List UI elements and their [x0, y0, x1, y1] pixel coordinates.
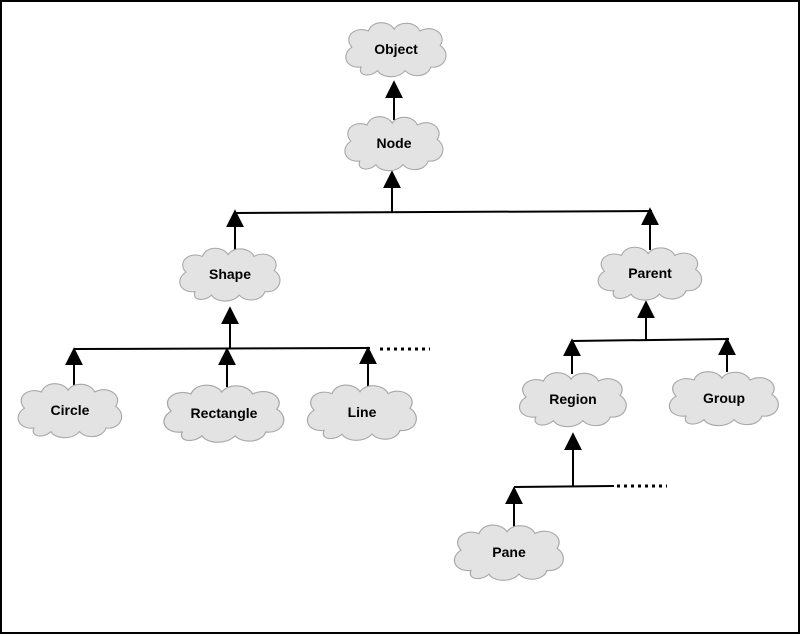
bar-node-children [234, 210, 653, 214]
node-label-group: Group [703, 390, 745, 406]
node-region: Region [518, 372, 627, 428]
node-group: Group [668, 371, 779, 427]
node-pane: Pane [453, 524, 564, 581]
bar-region-children [513, 485, 615, 488]
node-label-pane: Pane [492, 544, 526, 560]
node-shape: Shape [179, 247, 281, 302]
node-label-parent: Parent [628, 265, 672, 281]
node-label-node: Node [377, 135, 412, 151]
node-label-shape: Shape [209, 266, 251, 282]
connectors [65, 80, 736, 527]
node-label-rectangle: Rectangle [191, 405, 258, 421]
node-object: Object [345, 22, 447, 78]
bar-parent-children [571, 338, 730, 342]
node-label-object: Object [374, 41, 418, 57]
node-label-line: Line [348, 404, 377, 420]
node-label-region: Region [549, 391, 596, 407]
node-line: Line [306, 384, 417, 441]
node-rectangle: Rectangle [163, 384, 285, 443]
node-node: Node [344, 116, 444, 172]
node-label-circle: Circle [51, 402, 90, 418]
node-parent: Parent [597, 246, 703, 301]
bar-shape-children [73, 347, 371, 350]
node-circle: Circle [17, 383, 123, 439]
